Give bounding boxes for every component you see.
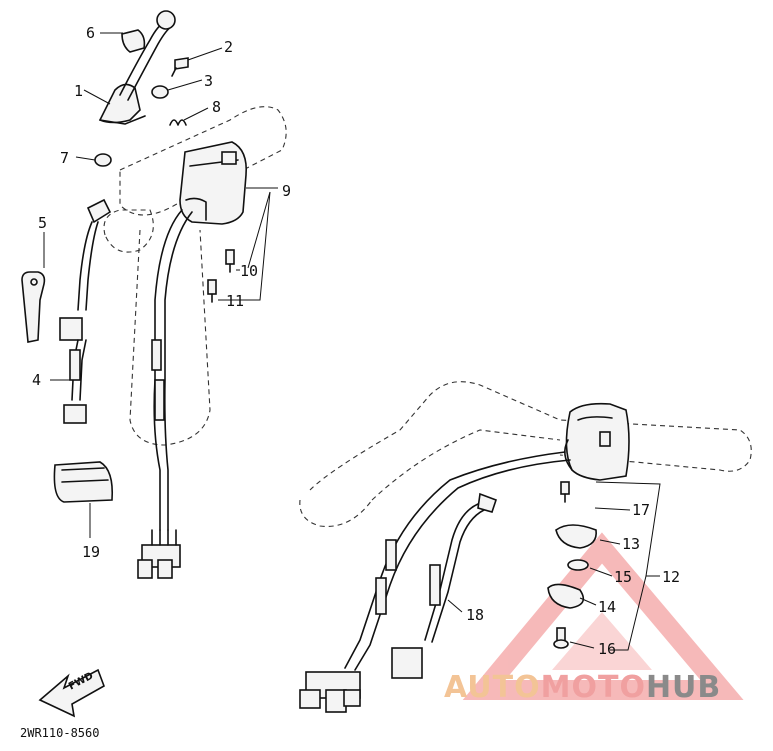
callout-12: 12 [662,568,681,586]
watermark-triangle-logo [462,532,744,700]
screw-10 [225,249,235,273]
callout-2: 2 [224,38,234,56]
callout-8: 8 [212,98,222,116]
callout-10: 10 [240,262,259,280]
relay-19 [53,461,114,503]
right-handlebar-switch [564,402,630,481]
clutch-lever-assembly [98,10,176,125]
callout-19: 19 [82,543,101,561]
callout-13: 13 [622,535,641,553]
callout-4: 4 [32,371,42,389]
callout-11: 11 [226,292,245,310]
spring-8 [169,119,187,126]
callout-6: 6 [86,24,96,42]
callout-16: 16 [598,640,617,658]
left-handlebar-outline [103,106,287,446]
clamp-14 [547,583,585,609]
watermark-part-moto: MOTO [540,670,646,705]
washer-15 [567,559,589,571]
callout-1: 1 [74,82,84,100]
callout-5: 5 [38,214,48,232]
nut-3 [151,85,169,99]
callout-9: 9 [282,182,292,200]
callout-17: 17 [632,501,651,519]
callout-3: 3 [204,72,214,90]
watermark-part-hub: HUB [645,670,722,705]
watermark-wordmark: AUTOMOTOHUB [444,670,721,705]
nut-7 [94,153,112,167]
key-5 [21,271,46,343]
diagram-code: 2WR110-8560 [20,726,100,740]
watermark-part-auto: AUTO [444,670,541,705]
left-handlebar-switch [179,141,248,225]
clamp-13 [555,524,597,549]
callout-18: 18 [466,606,485,624]
forward-direction-arrow [38,668,105,718]
screw-16 [553,627,569,649]
screw-11 [207,279,217,303]
clutch-switch-lead-4 [59,198,112,424]
left-switch-connector [137,529,181,579]
screw-17 [560,481,570,503]
right-switch-connector [299,671,361,713]
callout-14: 14 [598,598,617,616]
callout-7: 7 [60,149,70,167]
right-handlebar-outline [299,381,752,528]
right-switch-wire [344,451,571,671]
brake-switch-lead-18 [391,492,498,679]
callout-15: 15 [614,568,633,586]
left-switch-wire [151,209,193,531]
callout-leader-lines [43,32,661,651]
bolt-2 [171,57,189,77]
